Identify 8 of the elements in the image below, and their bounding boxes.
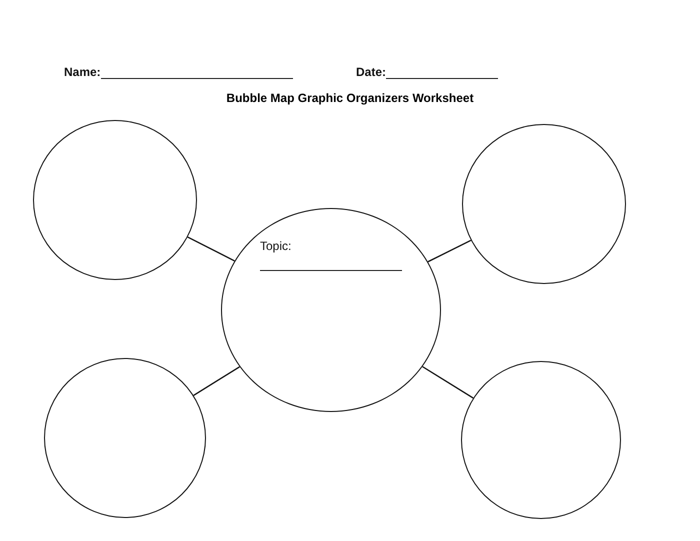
topic-label: Topic:: [260, 239, 292, 253]
connector-line: [193, 366, 240, 396]
worksheet-title: Bubble Map Graphic Organizers Worksheet: [225, 91, 475, 105]
field-label: Name:: [64, 65, 101, 79]
field-label: Date:: [356, 65, 386, 79]
connector-line: [422, 366, 474, 399]
connector-line: [187, 236, 235, 262]
connector-line: [428, 240, 472, 262]
